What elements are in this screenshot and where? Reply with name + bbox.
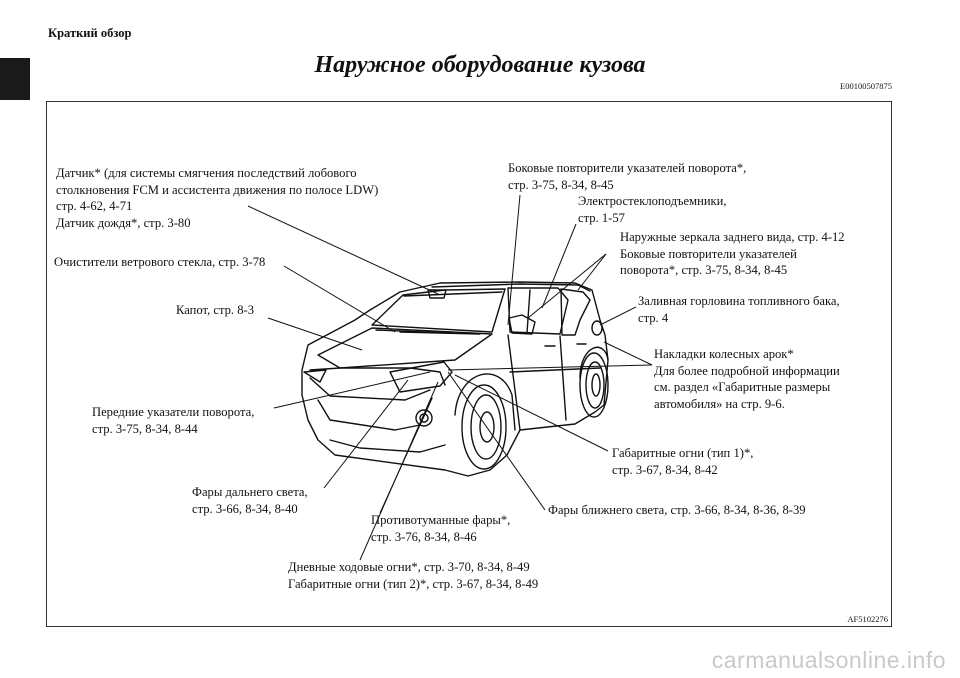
- page-title: Наружное оборудование кузова: [314, 52, 646, 78]
- label-wheel-arch-trims: Накладки колесных арок* Для более подроб…: [654, 347, 840, 411]
- label-mirrors: Наружные зеркала заднего вида, стр. 4-12…: [620, 230, 845, 277]
- document-code: E00100507875: [840, 81, 892, 91]
- label-side-repeaters: Боковые повторители указателей поворота*…: [508, 161, 747, 192]
- label-fog-lamps: Противотуманные фары*, стр. 3-76, 8-34, …: [371, 513, 511, 544]
- car-body-outline: [301, 281, 609, 477]
- leader-lines: [247, 194, 653, 561]
- figure-code: AF5102276: [847, 614, 888, 624]
- figure-frame: [46, 101, 892, 627]
- section-tab-marker: [0, 58, 30, 100]
- label-position-lights-type1: Габаритные огни (тип 1)*, стр. 3-67, 8-3…: [612, 446, 754, 477]
- section-header: Краткий обзор: [48, 26, 132, 40]
- label-low-beam: Фары ближнего света, стр. 3-66, 8-34, 8-…: [548, 503, 806, 517]
- label-power-windows: Электростеклоподъемники, стр. 1-57: [578, 194, 727, 225]
- label-hood: Капот, стр. 8-3: [176, 303, 255, 317]
- label-daytime-running-lights: Дневные ходовые огни*, стр. 3-70, 8-34, …: [288, 560, 539, 591]
- label-front-turn-signals: Передние указатели поворота, стр. 3-75, …: [92, 405, 255, 436]
- label-wipers: Очистители ветрового стекла, стр. 3-78: [54, 255, 266, 269]
- label-high-beam: Фары дальнего света, стр. 3-66, 8-34, 8-…: [192, 485, 308, 516]
- label-fuel-filler: Заливная горловина топливного бака, стр.…: [638, 294, 840, 325]
- watermark: carmanualsonline.info: [711, 647, 946, 673]
- label-sensor: Датчик* (для системы смягчения последств…: [56, 166, 379, 230]
